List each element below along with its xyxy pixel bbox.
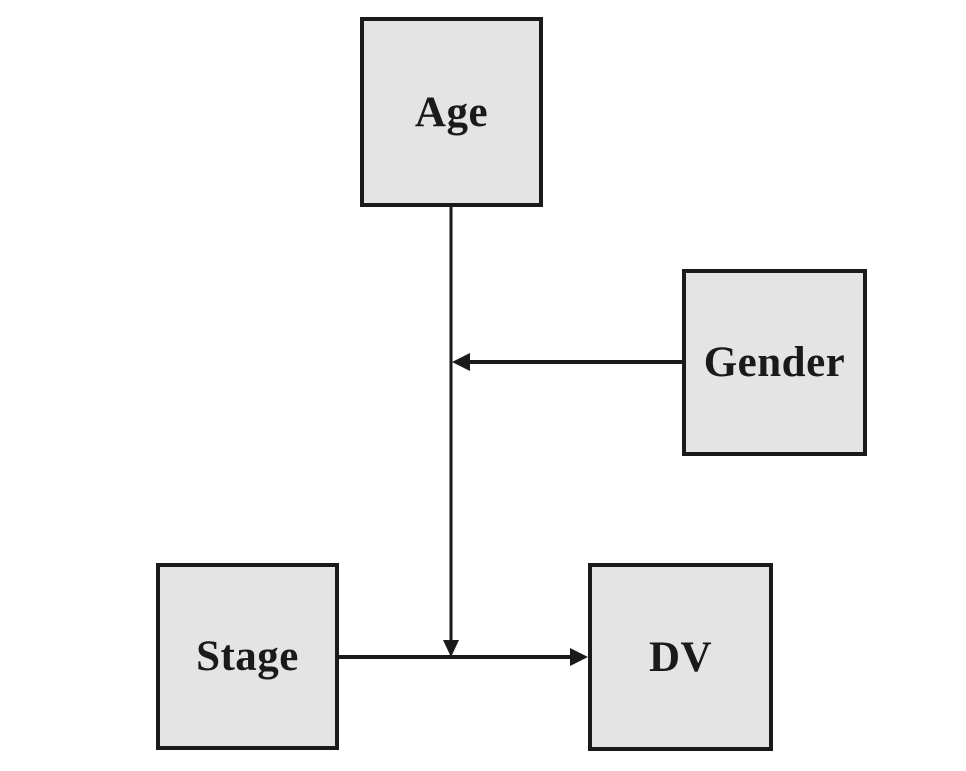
node-dv-label: DV [648, 633, 713, 681]
edge-age-to-stage-dv-path [443, 207, 459, 657]
node-stage: Stage [156, 563, 339, 750]
node-gender: Gender [682, 269, 867, 456]
node-age: Age [360, 17, 543, 207]
arrowhead-right-icon [570, 648, 588, 666]
edge-stage-to-dv [339, 648, 588, 666]
arrowhead-left-icon [452, 353, 470, 371]
node-stage-label: Stage [196, 633, 299, 680]
node-dv: DV [588, 563, 773, 751]
node-gender-label: Gender [703, 339, 846, 386]
edge-gender-to-age-path [452, 353, 682, 371]
node-age-label: Age [414, 88, 489, 136]
arrowhead-down-icon [443, 640, 459, 657]
